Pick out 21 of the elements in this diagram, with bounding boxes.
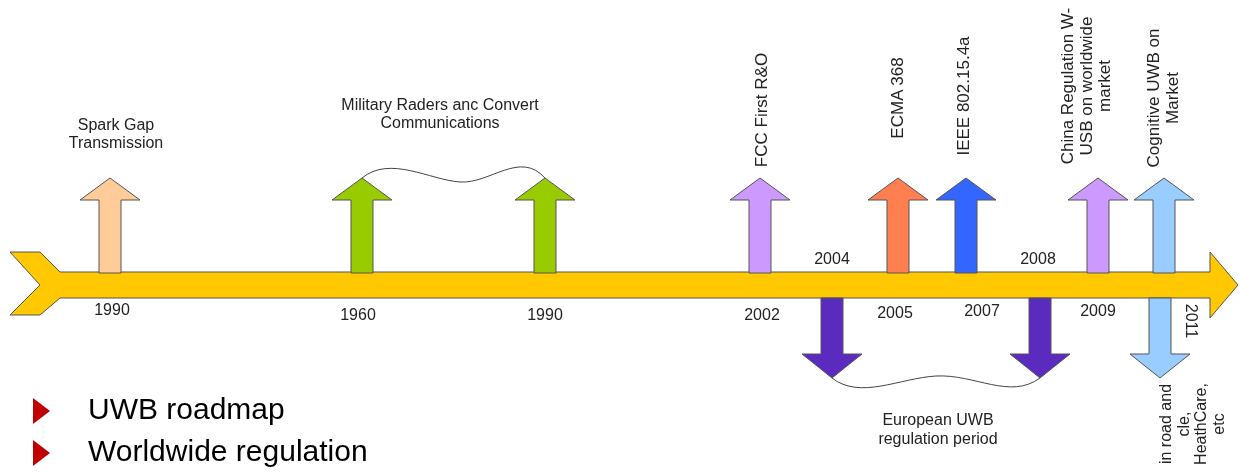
year-label: 1990 <box>93 300 131 320</box>
bullet-text: UWB roadmap <box>88 394 285 424</box>
event-label: FCC First R&O <box>752 51 772 170</box>
event-label: Military Raders anc Convert Communications <box>340 95 540 133</box>
year-label: 2008 <box>1019 249 1057 269</box>
event-label: Spark Gap Transmission <box>67 115 165 153</box>
year-label: 2005 <box>876 303 914 323</box>
event-label: in road and cle, HeathCare, etc <box>1156 382 1228 467</box>
year-label: 1990 <box>526 305 564 325</box>
period-label: European UWB regulation period <box>878 409 998 449</box>
event-label: IEEE 802.15.4a <box>954 35 974 158</box>
event-label: Cognitive UWB on Market <box>1145 28 1183 168</box>
event-label: ECMA 368 <box>888 56 908 140</box>
year-label: 1960 <box>339 305 377 325</box>
year-label: 2004 <box>813 249 851 269</box>
year-label: 2011 <box>1182 302 1201 341</box>
year-label: 2007 <box>963 301 1001 321</box>
bullet-text: Worldwide regulation <box>88 436 368 466</box>
event-label: China Regulation W-USB on worldwide market <box>1058 6 1116 167</box>
year-label: 2009 <box>1079 301 1117 321</box>
year-label: 2002 <box>743 305 781 325</box>
